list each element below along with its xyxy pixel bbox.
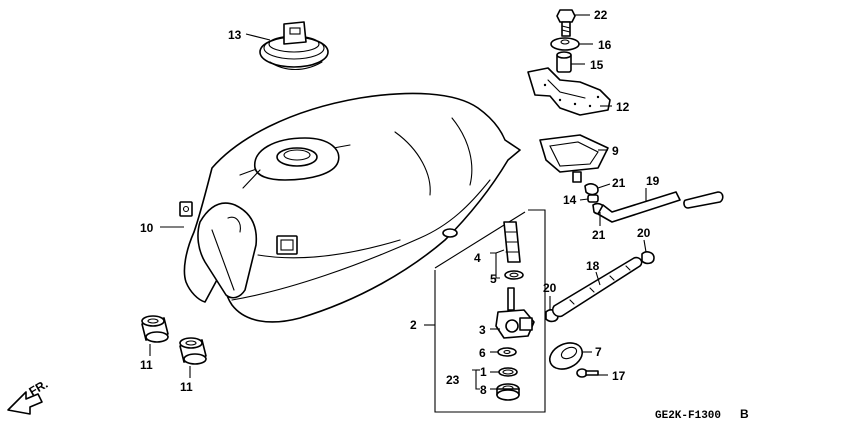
front-direction-arrow: FR. [7,377,51,415]
callout-2: 2 [410,318,417,332]
screw [576,368,599,378]
callout-17: 17 [612,369,626,383]
page-marker: B [740,407,749,421]
leader-lines [149,14,647,390]
callout-20-right: 20 [637,226,651,240]
gasket [498,367,518,377]
callout-18: 18 [586,259,600,273]
direction-label: FR. [27,377,51,399]
callout-10: 10 [140,221,154,235]
valve-washer [497,347,517,357]
rubber-washer [550,37,580,51]
callout-23: 23 [446,373,460,387]
callout-13: 13 [228,28,242,42]
rubber-cushion-left [141,315,169,343]
tube-clip-upper [584,183,599,196]
fuel-valve [495,287,535,339]
callout-20-left: 20 [543,281,557,295]
filler-cap [259,21,329,71]
callout-21-upper: 21 [612,176,626,190]
callout-15: 15 [590,58,604,72]
diagram-code: GE2K-F1300 [655,410,721,422]
callout-16: 16 [598,38,612,52]
callout-14: 14 [563,193,577,207]
callout-22: 22 [594,8,608,22]
callout-3: 3 [479,323,486,337]
o-ring [504,270,524,280]
breather-tube [597,191,724,223]
callout-11-left: 11 [140,358,153,372]
tube-joint [587,194,599,203]
callout-5: 5 [490,272,497,286]
callout-1: 1 [480,365,487,379]
bolt [556,9,576,37]
fuel-tube [551,256,643,318]
callout-6: 6 [479,346,486,360]
callout-19: 19 [646,174,660,188]
callout-9: 9 [612,144,619,158]
side-cover [548,342,584,370]
callout-7: 7 [595,345,602,359]
rubber-cushion-right [179,337,207,365]
fuel-tank [179,92,521,323]
fuel-strainer [503,221,521,263]
drain-tray [539,134,609,183]
collar [556,51,572,73]
rubber-mount [527,67,611,116]
callout-21-lower: 21 [592,228,606,242]
callout-12: 12 [616,100,630,114]
callout-11-right: 11 [180,380,193,394]
valve-nut [496,383,520,401]
callout-4: 4 [474,251,481,265]
hose-clip-right [641,251,655,265]
callout-8: 8 [480,383,487,397]
callout-labels: 13 22 16 15 12 9 21 14 21 19 20 18 20 10… [140,8,660,397]
